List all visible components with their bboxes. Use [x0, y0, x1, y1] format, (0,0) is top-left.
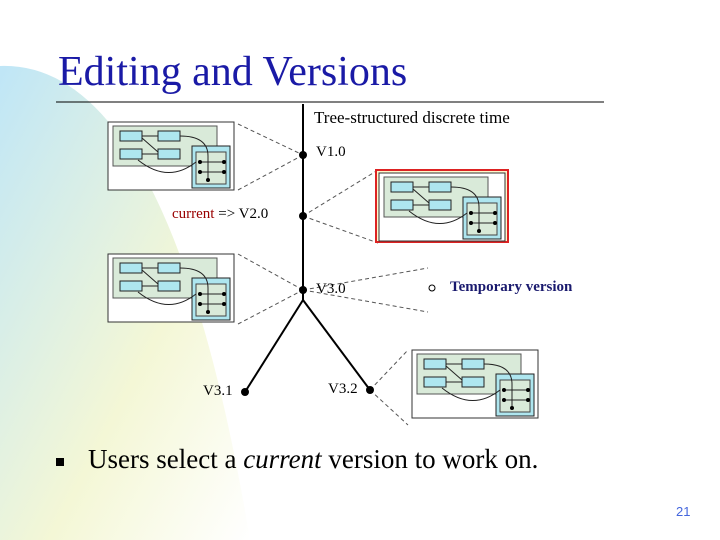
- mini-diagram-v10: [107, 121, 235, 191]
- node-v31: [241, 388, 249, 396]
- current-arrow: =>: [218, 206, 236, 222]
- node-v10: [299, 151, 307, 159]
- dashed-connectors: [237, 123, 429, 426]
- node-v30: [299, 286, 307, 294]
- mini-diagram-v30: [107, 253, 235, 323]
- page-title: Editing and Versions: [58, 49, 408, 95]
- current-version-label: current => V2.0: [172, 206, 268, 223]
- bullet-text: Users select a current version to work o…: [88, 444, 538, 475]
- label-v31: V3.1: [203, 383, 233, 399]
- tree-subtitle: Tree-structured discrete time: [314, 108, 510, 127]
- bullet-text-before: Users select a: [88, 444, 244, 474]
- current-word: current: [172, 206, 215, 222]
- label-v32: V3.2: [328, 381, 358, 397]
- version-tree: [244, 104, 371, 393]
- bullet-text-after: version to work on.: [321, 444, 539, 474]
- mini-diagram-v32: [411, 349, 539, 419]
- mini-diagram-temporary: [378, 172, 506, 242]
- temporary-marker: [428, 284, 436, 292]
- bullet-square: [56, 458, 64, 466]
- label-v30: V3.0: [316, 281, 346, 297]
- label-v10: V1.0: [316, 144, 346, 160]
- bullet-text-emphasis: current: [243, 444, 322, 474]
- page-number: 21: [676, 504, 691, 519]
- node-v20: [299, 212, 307, 220]
- node-v32: [366, 386, 374, 394]
- label-v20: V2.0: [238, 206, 269, 222]
- temporary-version-label: Temporary version: [450, 279, 573, 295]
